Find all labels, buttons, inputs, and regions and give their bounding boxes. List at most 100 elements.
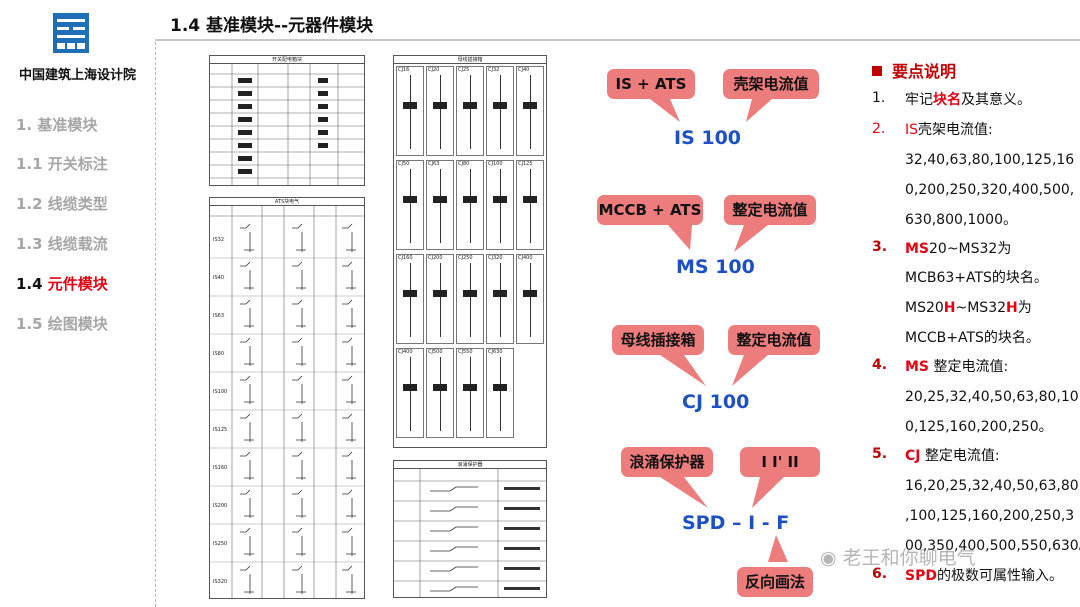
busway-plug-breaker bbox=[523, 290, 537, 298]
nav-item-drawing-module[interactable]: 1.5 绘图模块 bbox=[16, 315, 108, 333]
busway-plug-cell: CJ63 bbox=[426, 160, 454, 250]
ats-switch-symbol bbox=[292, 337, 306, 366]
ats-block-grid: IS32IS40IS63IS80IS100IS125IS160IS200IS25… bbox=[210, 206, 364, 598]
busway-plug-breaker bbox=[433, 290, 447, 298]
tag-is-ats: IS + ATS bbox=[607, 69, 695, 99]
note-4-line-2: 0,125,160,200,250。 bbox=[905, 419, 1053, 435]
sidebar: 中国建筑上海设计院 1. 基准模块 1.1 开关标注 1.2 线缆类型 1.3 … bbox=[0, 0, 155, 607]
ats-switch-symbol bbox=[240, 299, 254, 328]
busway-plug-cell: CJ25 bbox=[456, 66, 484, 156]
note-3-l2d: H bbox=[1006, 300, 1018, 316]
switch-symbol-table: 开关配电箱块 bbox=[209, 55, 365, 186]
notes-heading-text: 要点说明 bbox=[892, 62, 957, 81]
ats-switch-symbol bbox=[292, 223, 306, 252]
note-6-text: 的极数可属性输入。 bbox=[936, 568, 1063, 584]
ats-switch-symbol bbox=[292, 451, 306, 480]
ats-switch-symbol bbox=[342, 223, 356, 252]
note-2-line-3: 630,800,1000。 bbox=[905, 212, 1017, 228]
ats-switch-symbol bbox=[342, 565, 356, 594]
note-5-text: 整定电流值: bbox=[920, 448, 1000, 464]
busway-plug-wire bbox=[500, 169, 501, 243]
ats-switch-symbol bbox=[292, 527, 306, 556]
note-5-highlight: CJ bbox=[905, 448, 921, 464]
notes-panel: 要点说明 1. 牢记块名及其意义。 2. IS壳架电流值: 32,40,63,8… bbox=[860, 0, 1080, 607]
nav-item-component-module[interactable]: 1.4 元件模块 bbox=[16, 273, 108, 294]
busway-plug-wire bbox=[440, 263, 441, 337]
note-3-l2a: MS20 bbox=[905, 300, 944, 316]
ats-row-label: IS100 bbox=[213, 389, 227, 395]
busway-plug-breaker bbox=[433, 102, 447, 110]
nav-item-cable-ampacity[interactable]: 1.3 线缆载流 bbox=[16, 235, 108, 253]
ats-switch-symbol bbox=[342, 489, 356, 518]
busway-plug-wire bbox=[500, 357, 501, 431]
ats-switch-symbol bbox=[240, 223, 254, 252]
ats-switch-symbol bbox=[292, 299, 306, 328]
tag-reverse-drawing: 反向画法 bbox=[737, 567, 813, 597]
note-4-highlight: MS bbox=[905, 359, 930, 375]
ats-switch-symbol bbox=[342, 337, 356, 366]
busway-plug-wire bbox=[440, 357, 441, 431]
ats-row-label: IS40 bbox=[213, 275, 224, 281]
busway-plug-breaker bbox=[403, 102, 417, 110]
ats-switch-symbol bbox=[342, 451, 356, 480]
busway-plug-cell-label: CJ125 bbox=[518, 161, 533, 167]
tag-setting-current-ms: 整定电流值 bbox=[724, 195, 816, 225]
note-3-l2c: ~MS32 bbox=[955, 300, 1007, 316]
busway-plug-wire bbox=[470, 75, 471, 149]
busway-plug-breaker bbox=[463, 102, 477, 110]
watermark-text: 老王和你聊电气 bbox=[842, 547, 976, 569]
busway-plug-cell: CJ400 bbox=[516, 254, 544, 344]
nav-item-base-module[interactable]: 1. 基准模块 bbox=[16, 116, 98, 134]
tag-mccb-ats: MCCB + ATS bbox=[597, 195, 703, 225]
busway-plug-cell: CJ630 bbox=[486, 348, 514, 438]
code-ms-100: MS 100 bbox=[676, 256, 755, 278]
note-3-line-3: MCCB+ATS的块名。 bbox=[905, 330, 1040, 346]
note-1-post: 及其意义。 bbox=[961, 92, 1031, 108]
ats-row-label: IS200 bbox=[213, 503, 227, 509]
busway-plug-cell-label: CJ630 bbox=[488, 349, 503, 355]
spd-grid bbox=[394, 469, 546, 597]
busway-plug-breaker bbox=[433, 196, 447, 204]
tag-busway-plug-box: 母线插接箱 bbox=[612, 325, 704, 355]
busway-plug-cell-label: CJ100 bbox=[488, 161, 503, 167]
sidebar-divider bbox=[155, 42, 156, 607]
busway-plug-cell-label: CJ400 bbox=[398, 349, 413, 355]
ats-row-label: IS250 bbox=[213, 541, 227, 547]
busway-plug-wire bbox=[410, 169, 411, 243]
tag-spd-levels: I I' II bbox=[740, 447, 820, 477]
spd-table-title: 浪涌保护器 bbox=[394, 461, 546, 469]
busway-plug-cell: CJ320 bbox=[486, 254, 514, 344]
switch-symbol-grid bbox=[210, 64, 364, 185]
note-3-highlight: MS bbox=[905, 241, 930, 257]
busway-plug-wire bbox=[500, 75, 501, 149]
org-name: 中国建筑上海设计院 bbox=[18, 68, 136, 83]
busway-plug-cell: CJ50 bbox=[396, 160, 424, 250]
busway-plug-breaker bbox=[433, 384, 447, 392]
note-4-line-1: 20,25,32,40,50,63,80,10 bbox=[905, 389, 1079, 405]
ats-switch-symbol bbox=[292, 413, 306, 442]
busway-plug-breaker bbox=[463, 384, 477, 392]
nav-item-switch-label[interactable]: 1.1 开关标注 bbox=[16, 155, 108, 173]
note-2-line-1: 32,40,63,80,100,125,16 bbox=[905, 152, 1075, 168]
watermark: ◉ 老王和你聊电气 bbox=[820, 547, 976, 569]
busway-plug-breaker bbox=[403, 196, 417, 204]
busway-plug-wire bbox=[470, 357, 471, 431]
ats-switch-symbol bbox=[342, 413, 356, 442]
busway-plug-wire bbox=[440, 75, 441, 149]
busway-plug-cell: CJ80 bbox=[456, 160, 484, 250]
busway-plug-wire bbox=[470, 169, 471, 243]
note-4-number: 4. bbox=[872, 357, 888, 373]
note-5: CJ 整定电流值: bbox=[905, 445, 1000, 467]
nav-item-prefix: 1.4 bbox=[16, 275, 48, 293]
note-2-number: 2. bbox=[872, 121, 886, 137]
ats-switch-symbol bbox=[240, 489, 254, 518]
busway-plug-wire bbox=[530, 169, 531, 243]
nav-item-cable-type[interactable]: 1.2 线缆类型 bbox=[16, 195, 108, 213]
busway-plug-wire bbox=[500, 263, 501, 337]
ats-switch-symbol bbox=[240, 337, 254, 366]
ats-row-label: IS160 bbox=[213, 465, 227, 471]
ats-switch-symbol bbox=[342, 261, 356, 290]
busway-plug-cell-label: CJ80 bbox=[458, 161, 470, 167]
